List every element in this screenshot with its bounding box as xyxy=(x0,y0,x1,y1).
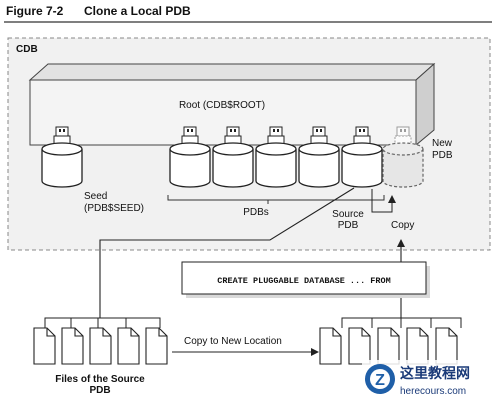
figure-number: Figure 7-2 xyxy=(6,4,64,18)
cdb-label: CDB xyxy=(16,44,38,55)
figure-title: Clone a Local PDB xyxy=(84,4,191,18)
source-file-doc-icon xyxy=(145,327,168,365)
seed-label-line2: (PDB$SEED) xyxy=(84,203,144,214)
source-file-doc-icon xyxy=(61,327,84,365)
source-database-icon xyxy=(341,142,383,188)
copy-label: Copy xyxy=(391,220,414,231)
new-file-doc-icon xyxy=(377,327,400,365)
root-container xyxy=(28,62,436,147)
watermark-letter: Z xyxy=(375,372,385,389)
watermark-name: 这里教程网 xyxy=(400,365,470,382)
copy-arrow xyxy=(371,189,396,213)
root-label: Root (CDB$ROOT) xyxy=(179,100,265,111)
source-file-doc-icon xyxy=(89,327,112,365)
pdb-database-icon xyxy=(212,142,254,188)
new-pdb xyxy=(382,126,424,188)
seed-database-icon xyxy=(41,142,83,188)
new-database-icon xyxy=(382,149,424,188)
new-file-doc-icon xyxy=(435,327,458,365)
source-file-doc-icon xyxy=(117,327,140,365)
new-pdb-label-line1: New xyxy=(432,138,453,149)
copy-to-new-location-label: Copy to New Location xyxy=(184,336,282,347)
sql-command-box xyxy=(181,261,427,295)
source-file-doc-icon xyxy=(33,327,56,365)
source-files-bracket xyxy=(44,317,161,328)
source-files-connector xyxy=(99,187,355,318)
seed-label-line1: Seed xyxy=(84,191,107,202)
source-files-label-line1: Files of the Source xyxy=(55,374,145,385)
pdb-database-icon xyxy=(298,142,340,188)
new-pdb-label-line2: PDB xyxy=(432,150,453,161)
source-pdb-label-line2: PDB xyxy=(338,220,359,231)
pdb-database-icon xyxy=(169,142,211,188)
pdbs-label: PDBs xyxy=(243,207,269,218)
source-files-label-line2: PDB xyxy=(89,385,110,396)
new-file-doc-icon xyxy=(319,327,342,365)
pdb-database-icon xyxy=(255,142,297,188)
source-pdb-label-line1: Source xyxy=(332,209,364,220)
new-file-doc-icon xyxy=(348,327,371,365)
watermark-site: herecours.com xyxy=(400,386,466,397)
pdbs-bracket xyxy=(167,195,385,201)
new-file-doc-icon xyxy=(406,327,429,365)
watermark: Z 这里教程网 herecours.com xyxy=(362,360,494,398)
sql-command-text: CREATE PLUGGABLE DATABASE ... FROM xyxy=(217,276,390,286)
